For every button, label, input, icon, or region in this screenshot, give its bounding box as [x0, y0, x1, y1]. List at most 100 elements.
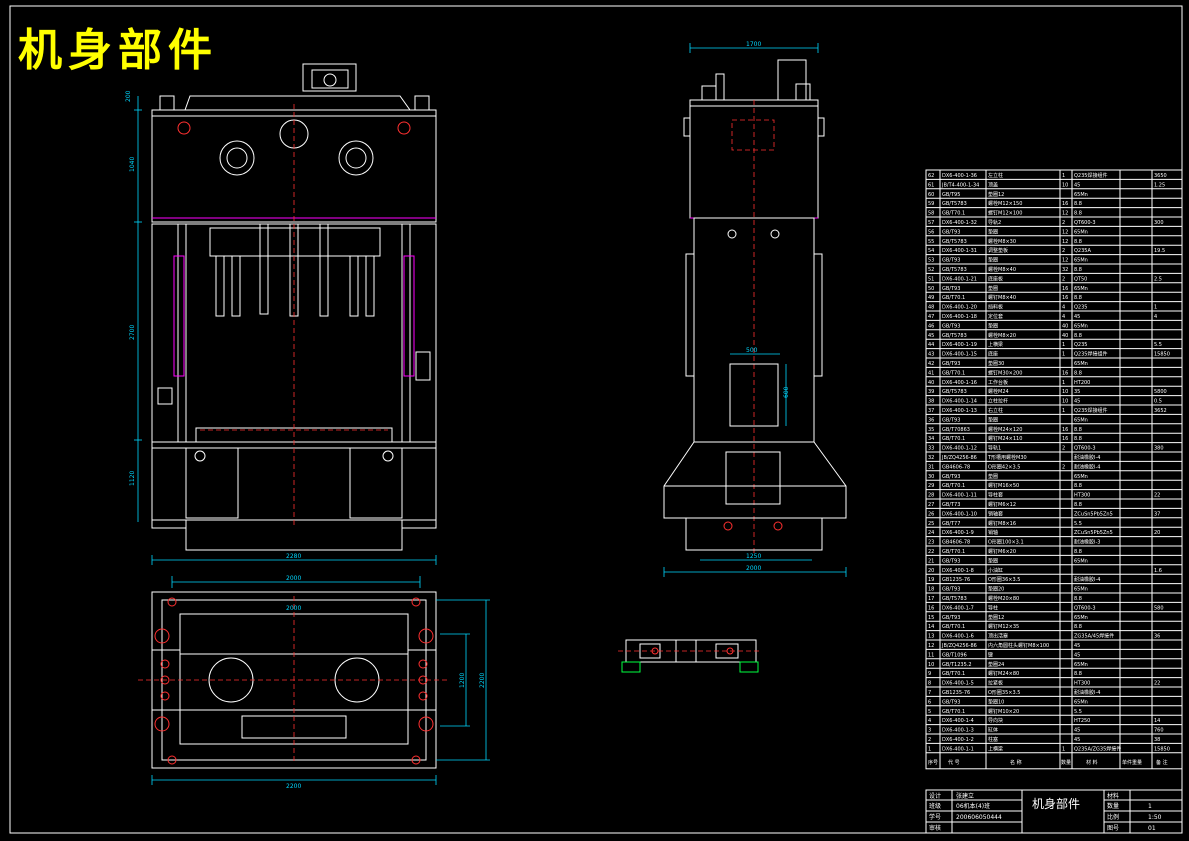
bom-row-name: O形圈35×3.5 — [988, 689, 1020, 696]
bom-row-name: 垫圈 — [988, 416, 998, 423]
bom-row-material: 45 — [1074, 399, 1080, 405]
bom-row-name: 底座 — [988, 351, 998, 358]
bom-row-material: 45 — [1074, 643, 1080, 649]
bom-row-seq: 19 — [928, 577, 934, 583]
bom-row-code: GB/T70.1 — [942, 483, 965, 489]
bom-row-material: Q235焊接组件 — [1074, 407, 1107, 414]
bom-row-name: 导柱 — [988, 604, 998, 611]
bom-row-material: 65Mn — [1074, 229, 1088, 235]
bom-row-qty: 12 — [1062, 211, 1068, 217]
bom-row-code: GB/T70.1 — [942, 436, 965, 442]
bom-row-qty: 10 — [1062, 182, 1068, 188]
bom-row-qty: 12 — [1062, 258, 1068, 264]
bom-row-remark: 5.5 — [1154, 342, 1162, 348]
bom-row-material: 65Mn — [1074, 662, 1088, 668]
dim-top-inner-width: 2000 — [286, 605, 301, 612]
bom-row-seq: 26 — [928, 511, 934, 517]
bom-row-qty: 2 — [1062, 276, 1065, 282]
bom-row-seq: 7 — [928, 690, 931, 696]
bom-row-material: Q235焊接组件 — [1074, 172, 1107, 179]
dim-top-height: 2200 — [479, 673, 486, 688]
bom-row-code: DX6-400-1-9 — [942, 530, 974, 536]
bom-row-code: DX6-400-1-4 — [942, 718, 974, 724]
bom-row-material: 耐油橡胶I-4 — [1074, 454, 1100, 461]
bom-row-remark: 580 — [1154, 605, 1164, 611]
bom-row-material: QT600-3 — [1074, 446, 1096, 452]
bom-row-seq: 51 — [928, 276, 934, 282]
tb-label-id: 学号 — [929, 813, 941, 821]
bom-row-name: 螺栓M24×120 — [988, 426, 1022, 433]
bom-row-remark: 0.5 — [1154, 399, 1162, 405]
bom-row-name: 垫圈 — [988, 473, 998, 480]
bom-row-seq: 38 — [928, 399, 934, 405]
bom-row-code: GB/T1235.2 — [942, 662, 972, 668]
bom-row-name: T形槽用螺栓M30 — [987, 454, 1027, 461]
bom-row-name: 螺钉M6×20 — [988, 548, 1016, 555]
bom-row-seq: 47 — [928, 314, 934, 320]
dim-front-base: 1120 — [129, 471, 136, 486]
tb-right-value: 01 — [1148, 825, 1156, 832]
bom-row-material: 65Mn — [1074, 587, 1088, 593]
bom-row-code: GB/T93 — [942, 474, 960, 480]
bom-row-code: GB/T93 — [942, 615, 960, 621]
bom-row-material: 耐油橡胶I-3 — [1074, 539, 1100, 546]
bom-row-name: 销轴套 — [988, 510, 1003, 517]
bom-row-seq: 20 — [928, 568, 934, 574]
bom-row-seq: 46 — [928, 323, 934, 329]
bom-row-seq: 62 — [928, 173, 934, 179]
bom-row-material: 35 — [1074, 389, 1080, 395]
bom-row-material: 耐油橡胶I-4 — [1074, 689, 1100, 696]
bom-row-name: 垫圈24 — [988, 661, 1004, 668]
bom-row-code: DX6-400-1-5 — [942, 681, 974, 687]
bom-row-material: Q235 — [1074, 305, 1087, 311]
bom-row-material: 65Mn — [1074, 323, 1088, 329]
bom-header-material: 材 料 — [1086, 759, 1098, 766]
bom-row-material: Q235 — [1074, 342, 1087, 348]
bom-row-material: QT50 — [1074, 276, 1087, 282]
bom-row-remark: 20 — [1154, 530, 1160, 536]
bom-row-code: GB/T70.1 — [942, 211, 965, 217]
bom-row-material: QT600-3 — [1074, 605, 1096, 611]
bom-row-remark: 1 — [1154, 305, 1157, 311]
bom-row-material: 45 — [1074, 314, 1080, 320]
tb-value-design: 张建立 — [956, 792, 974, 800]
bom-row-name: 顶出活塞 — [988, 633, 1008, 640]
bom-row-code: DX6-400-1-6 — [942, 634, 974, 640]
bom-row-name: O形圈36×3.5 — [988, 576, 1020, 583]
bom-row-qty: 2 — [1062, 446, 1065, 452]
bom-row-material: ZCuSn5Pb5Zn5 — [1074, 511, 1113, 517]
bom-row-seq: 16 — [928, 605, 934, 611]
tb-label-design: 设计 — [929, 792, 941, 800]
bom-row-material: 8.8 — [1074, 436, 1082, 442]
bom-row-qty: 1 — [1062, 173, 1065, 179]
bom-row-name: 螺钉M24×110 — [988, 435, 1022, 442]
bom-row-material: 8.8 — [1074, 295, 1082, 301]
tb-right-value: 1:50 — [1148, 814, 1162, 821]
bom-row-seq: 25 — [928, 521, 934, 527]
bom-row-material: 8.8 — [1074, 671, 1082, 677]
bom-row-material: 65Mn — [1074, 417, 1088, 423]
bom-row-material: 8.8 — [1074, 624, 1082, 630]
bom-row-code: GB/T93 — [942, 258, 960, 264]
bom-row-seq: 32 — [928, 455, 934, 461]
bom-row-code: DX6-400-1-7 — [942, 605, 974, 611]
bom-row-name: 导柱套 — [988, 492, 1003, 499]
bom-row-name: O形圈42×3.5 — [988, 463, 1020, 470]
bom-row-remark: 1.25 — [1154, 182, 1165, 188]
bom-row-seq: 4 — [928, 718, 931, 724]
bom-row-material: ZCuSn5Pb5Zn5 — [1074, 530, 1113, 536]
bom-row-seq: 23 — [928, 540, 934, 546]
bom-row-code: GB/T93 — [942, 558, 960, 564]
bom-header-code: 代 号 — [948, 759, 960, 766]
bom-row-name: 柱塞 — [988, 736, 998, 743]
tb-right-label: 材料 — [1107, 792, 1119, 800]
bom-row-seq: 3 — [928, 728, 931, 734]
bom-row-material: 8.8 — [1074, 596, 1082, 602]
bom-row-code: GB/T70.1 — [942, 370, 965, 376]
bom-row-code: GB/T93 — [942, 587, 960, 593]
bom-row-name: 垫圈 — [988, 228, 998, 235]
bom-row-remark: 22 — [1154, 493, 1160, 499]
bom-row-seq: 45 — [928, 333, 934, 339]
bom-row-qty: 16 — [1062, 427, 1068, 433]
